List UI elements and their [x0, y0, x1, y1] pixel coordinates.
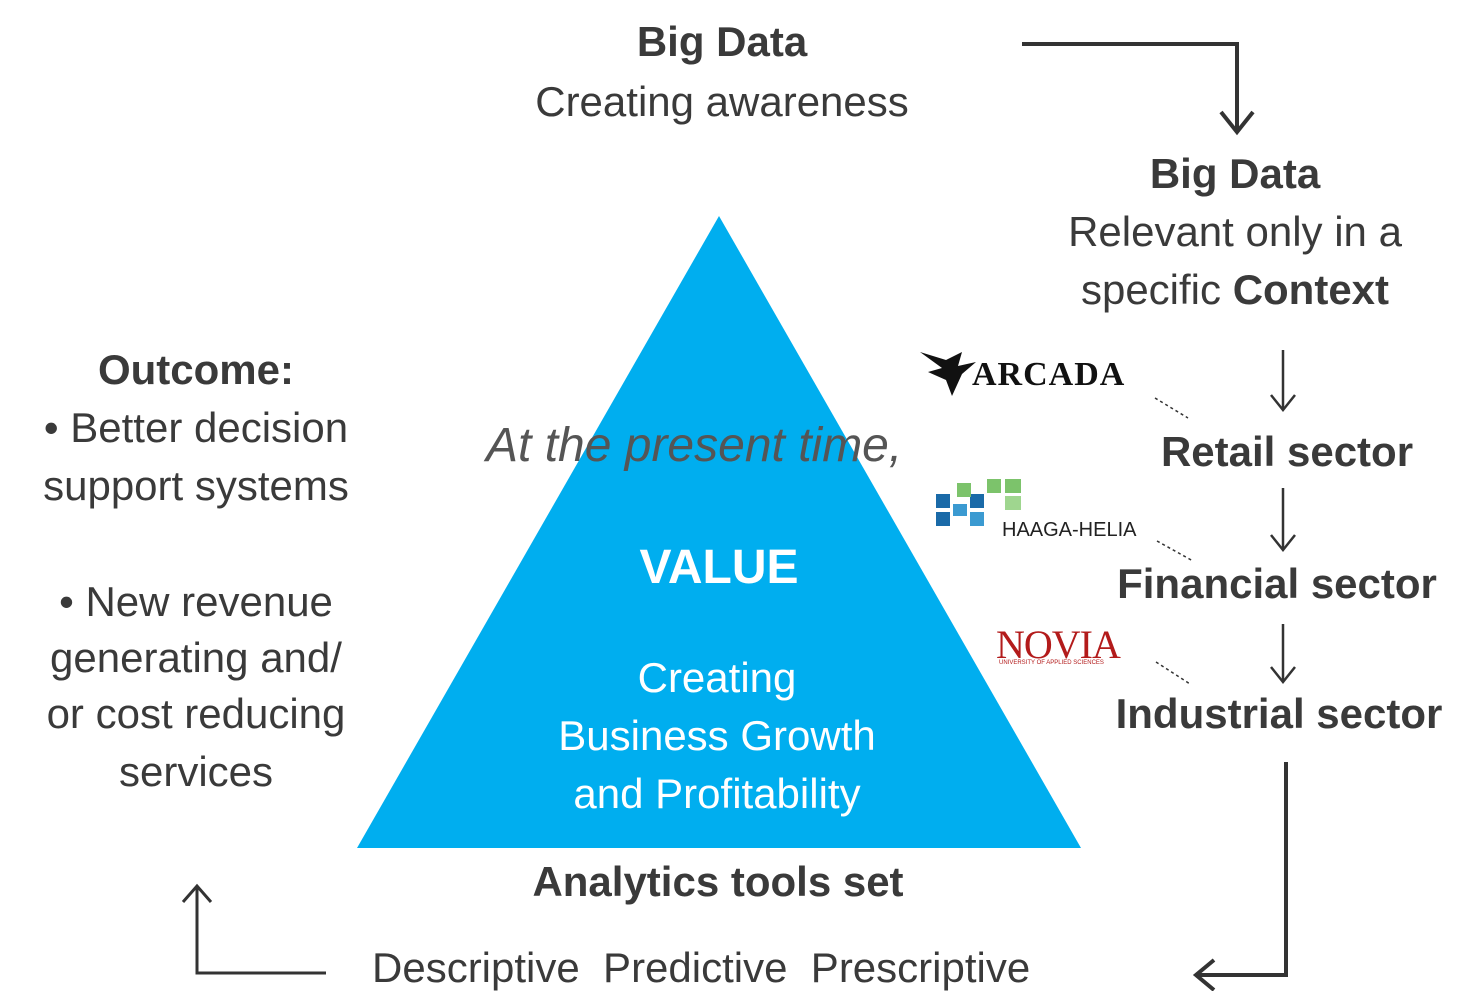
leader-arcada	[1154, 397, 1189, 419]
arcada-bird-icon	[920, 352, 976, 396]
value-desc-line1: Creating	[637, 654, 797, 701]
outcome-item1-line1: • Better decision	[43, 404, 349, 451]
outcome-item2-line2: generating and/	[50, 634, 342, 681]
novia-logo-text: NOVIA	[996, 622, 1121, 667]
value-label: VALUE	[639, 541, 799, 594]
arrow-industrial-to-analytics	[1198, 762, 1288, 977]
value-desc-line3: and Profitability	[573, 770, 861, 817]
arrow-outcome-head	[181, 883, 213, 903]
arrow-retail-to-financial	[1270, 488, 1296, 553]
arrow-context-to-retail	[1270, 350, 1296, 413]
arrow-analytics-to-outcome	[195, 888, 326, 975]
outcome-item2-line1: • New revenue	[59, 578, 333, 625]
outcome-title: Outcome:	[97, 346, 294, 393]
outcome-item2-line3: or cost reducing	[46, 690, 346, 737]
present-time-text: At the present time,	[486, 419, 903, 472]
outcome-item1-line2: support systems	[43, 462, 349, 509]
sector-retail: Retail sector	[1160, 428, 1414, 475]
arcada-logo-text: ARCADA	[972, 356, 1126, 393]
context-line2-text: specific	[1080, 266, 1233, 313]
leader-novia	[1155, 661, 1191, 685]
arrow-top-head	[1219, 110, 1255, 136]
arrow-industrial-head	[1192, 958, 1216, 991]
haaga-helia-logo-mark	[936, 479, 1021, 526]
top-subtitle: Creating awareness	[535, 78, 909, 125]
analytics-types: Descriptive Predictive Prescriptive	[372, 944, 1031, 991]
value-desc-line2: Business Growth	[558, 712, 876, 759]
arrow-financial-to-industrial	[1270, 624, 1296, 685]
outcome-item2-line4: services	[118, 748, 274, 795]
analytics-title: Analytics tools set	[532, 858, 904, 905]
context-line1: Relevant only in a	[1068, 208, 1402, 255]
context-line2: specific Context	[1015, 266, 1455, 314]
sector-financial: Financial sector	[1117, 560, 1437, 607]
value-triangle	[357, 216, 1081, 848]
top-title: Big Data	[636, 18, 808, 65]
haaga-helia-logo-text: HAAGA-HELIA	[1002, 519, 1137, 541]
arrow-top-connector	[1022, 42, 1239, 130]
novia-logo-subtitle: UNIVERSITY OF APPLIED SCIENCES	[999, 660, 1104, 666]
sector-industrial: Industrial sector	[1115, 690, 1443, 737]
leader-haaga	[1156, 540, 1194, 562]
context-keyword: Context	[1232, 266, 1390, 313]
context-title: Big Data	[1149, 150, 1321, 197]
